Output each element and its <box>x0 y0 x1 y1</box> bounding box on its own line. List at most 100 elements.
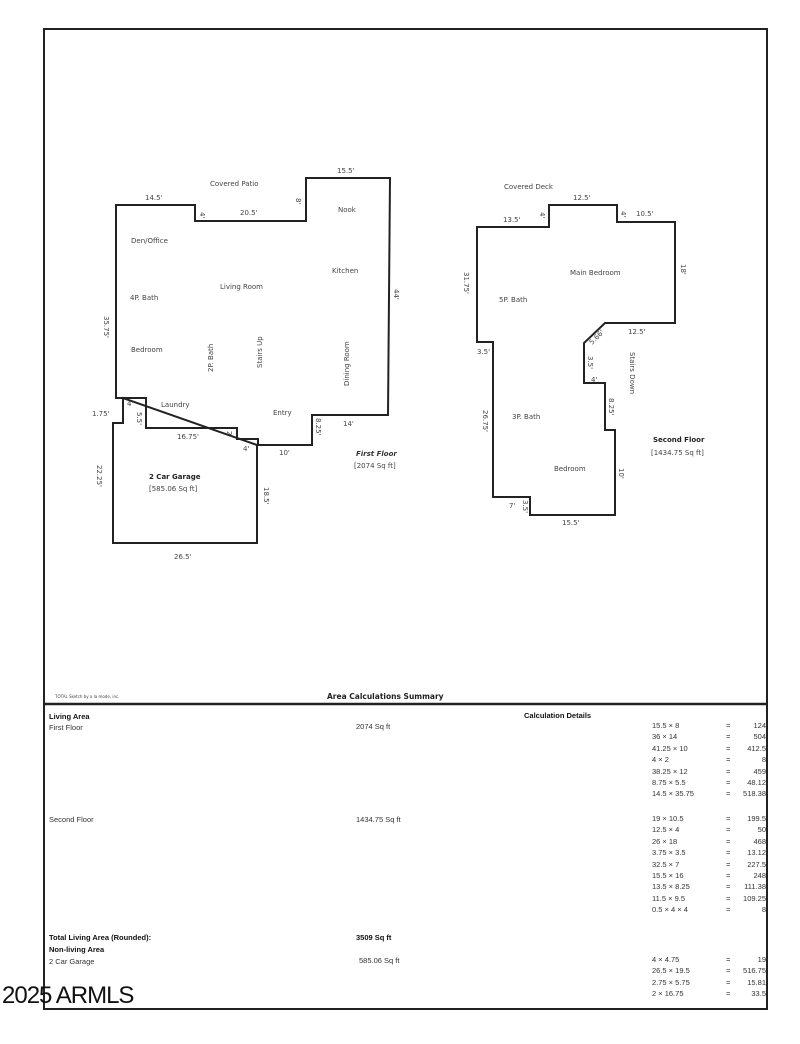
calc-expr: 4 × 4.75 <box>652 955 680 964</box>
dimension-label: 13.5' <box>503 216 521 224</box>
calc-row: 4 × 2=8 <box>652 755 766 766</box>
calc-expr: 4 × 2 <box>652 755 669 765</box>
calc-result: 48.12 <box>747 778 766 787</box>
dimension-label: 8' <box>294 198 302 204</box>
second-floor-value: 1434.75 Sq ft <box>356 815 401 824</box>
dimension-label: 12.5' <box>628 328 646 336</box>
dimension-label: 10' <box>279 449 290 457</box>
dimension-label: 16.75' <box>177 433 199 441</box>
room-label: Entry <box>273 409 292 417</box>
garage-title: 2 Car Garage <box>149 473 201 481</box>
dimension-label: 15.5' <box>337 167 355 175</box>
dimension-label: 18.5' <box>262 487 270 505</box>
calc-eq: = <box>726 848 731 858</box>
calc-expr: 19 × 10.5 <box>652 814 684 823</box>
room-label: Kitchen <box>332 267 358 275</box>
dimension-label: 31.75' <box>462 272 470 294</box>
calc-expr: 41.25 × 10 <box>652 743 688 753</box>
dimension-label: 5.66' <box>588 328 606 346</box>
calc-result: 109.25 <box>743 893 766 903</box>
calc-eq: = <box>726 871 731 880</box>
calc-row: 13.5 × 8.25=111.38 <box>652 882 766 893</box>
calc-expr: 2 × 16.75 <box>652 989 684 999</box>
calc-row: 15.5 × 16=248 <box>652 871 766 882</box>
non-living-heading: Non-living Area <box>49 945 105 954</box>
dimension-label: 4' <box>243 445 249 453</box>
calc-result: 516.75 <box>743 966 766 976</box>
dimension-label: 22.25' <box>95 465 103 487</box>
dimension-label: 10.5' <box>636 210 654 218</box>
living-area-heading: Living Area <box>49 712 90 721</box>
calc-eq: = <box>726 755 731 765</box>
garage-outline <box>112 396 258 544</box>
calc-result: 412.5 <box>747 743 766 753</box>
dimension-label: 20.5' <box>240 209 258 217</box>
garage-area: [585.06 Sq ft] <box>149 485 198 493</box>
room-label: Nook <box>338 206 357 214</box>
dimension-label: 26.5' <box>174 553 192 561</box>
dimension-label: 15.5' <box>562 519 580 527</box>
calc-eq: = <box>726 789 731 799</box>
total-living-label: Total Living Area (Rounded): <box>49 933 152 942</box>
dimension-label: 3.5' <box>586 356 594 369</box>
calc-eq: = <box>726 825 731 835</box>
dimension-label: 14.5' <box>145 194 163 202</box>
dimension-label: 26.75' <box>481 410 489 432</box>
calc-row: 3.75 × 3.5=13.12 <box>652 848 766 859</box>
calc-expr: 8.75 × 5.5 <box>652 778 686 787</box>
calc-row: 38.25 × 12=459 <box>652 767 766 778</box>
room-label: Living Room <box>220 283 263 291</box>
dimension-label: 3.5' <box>521 500 529 513</box>
calc-expr: 3.75 × 3.5 <box>652 848 686 858</box>
dimension-label: 18' <box>679 264 687 275</box>
calc-eq: = <box>726 778 731 787</box>
calc-row: 15.5 × 8=124 <box>652 721 766 732</box>
room-label: Bedroom <box>554 465 586 473</box>
room-label: 4P. Bath <box>130 294 158 302</box>
calc-row: 0.5 × 4 × 4=8 <box>652 905 766 916</box>
dimension-label: 14' <box>343 420 354 428</box>
watermark: 2025 ARMLS <box>2 982 134 1009</box>
calc-row: 8.75 × 5.5 = 48.12 <box>652 778 766 789</box>
calc-eq: = <box>726 882 731 892</box>
calc-eq: = <box>726 836 731 846</box>
first-floor-value: 2074 Sq ft <box>356 722 391 731</box>
software-credit: TOTAL Sketch by a la mode, inc. <box>54 694 119 699</box>
calc-row: 11.5 × 9.5=109.25 <box>652 894 766 905</box>
calc-eq: = <box>726 893 731 903</box>
calc-eq: = <box>726 814 731 823</box>
calc-result: 227.5 <box>747 859 766 869</box>
dimension-label: 44' <box>392 289 400 300</box>
floor-title: First Floor <box>356 450 397 458</box>
calc-expr: 2.75 × 5.75 <box>652 977 690 987</box>
room-label: Stairs Up <box>256 336 264 368</box>
room-label: 3P. Bath <box>512 413 540 421</box>
room-label: Bedroom <box>131 346 163 354</box>
first-floor-outline <box>115 177 392 446</box>
calc-row: 36 × 14=504 <box>652 732 766 743</box>
room-label: Covered Patio <box>210 180 259 188</box>
calc-eq: = <box>726 977 731 987</box>
calc-row: 4 × 4.75=19 <box>652 955 766 966</box>
calc-result: 19 <box>757 955 766 964</box>
calc-row: 2 × 16.75=33.5 <box>652 989 766 1000</box>
calc-result: 504 <box>753 732 766 742</box>
calc-result: 199.5 <box>747 814 766 823</box>
dimension-label: 4' <box>127 400 133 408</box>
calc-expr: 15.5 × 8 <box>652 721 680 730</box>
calc-row: 26 × 18=468 <box>652 837 766 848</box>
dimension-label: 35.75' <box>102 316 110 338</box>
calc-result: 459 <box>753 766 766 776</box>
dimension-label: 4' <box>198 212 206 218</box>
dimension-label: 10' <box>617 468 625 479</box>
room-label: Covered Deck <box>504 183 554 191</box>
garage-value: 585.06 Sq ft <box>359 956 400 965</box>
calc-row: 41.25 × 10=412.5 <box>652 744 766 755</box>
dimension-label: 5.5' <box>135 412 143 425</box>
room-label: 2P. Bath <box>207 344 215 372</box>
floor-area: [1434.75 Sq ft] <box>651 449 704 457</box>
calc-details-heading: Calculation Details <box>524 711 592 720</box>
calc-eq: = <box>726 766 731 776</box>
first-floor-label: First Floor <box>49 723 83 732</box>
